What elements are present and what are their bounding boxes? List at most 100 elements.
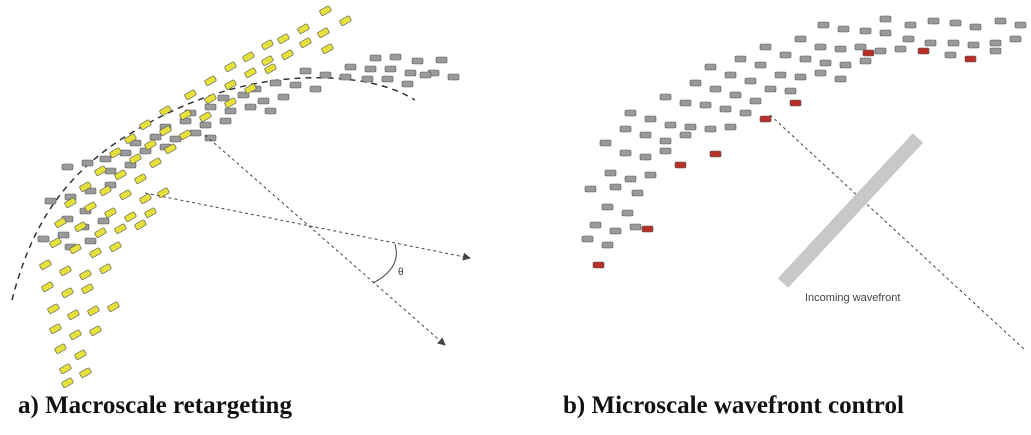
gray-tile <box>834 75 847 83</box>
angle-label: θ <box>398 267 404 278</box>
red-tile <box>862 49 875 57</box>
yellow-tile <box>139 119 152 130</box>
yellow-tile <box>61 287 74 298</box>
gray-tile <box>631 189 644 197</box>
gray-tile <box>989 47 1002 55</box>
gray-tile <box>84 187 97 195</box>
yellow-tile <box>49 237 62 248</box>
yellow-tile <box>159 105 172 116</box>
yellow-tile <box>69 243 82 254</box>
red-tile <box>592 261 605 269</box>
yellow-tile <box>204 93 217 104</box>
array-curve <box>11 76 416 301</box>
yellow-tile <box>204 75 217 86</box>
yellow-tile <box>87 305 100 316</box>
yellow-tile <box>164 143 177 154</box>
gray-tile <box>57 231 70 239</box>
gray-tile <box>819 59 832 67</box>
gray-tile <box>724 71 737 79</box>
yellow-tile <box>277 33 290 44</box>
yellow-tile <box>109 147 122 158</box>
gray-tile <box>389 53 402 61</box>
gray-tile <box>257 97 270 105</box>
yellow-tile <box>184 89 197 100</box>
gray-tile <box>774 71 787 79</box>
gray-tile <box>364 65 377 73</box>
yellow-tile <box>242 51 255 62</box>
gray-tile <box>624 109 637 117</box>
yellow-tile <box>261 55 274 66</box>
gray-tile <box>217 94 230 102</box>
yellow-tile <box>339 15 352 26</box>
gray-tile <box>381 75 394 83</box>
gray-tile <box>369 54 382 62</box>
yellow-tile <box>199 111 212 122</box>
yellow-tile <box>319 5 332 16</box>
yellow-tile <box>84 201 97 212</box>
yellow-tile <box>59 265 72 276</box>
yellow-tile <box>54 343 67 354</box>
yellow-tile <box>144 207 157 218</box>
yellow-tile <box>124 133 137 144</box>
yellow-tile <box>321 43 334 54</box>
gray-tile <box>81 159 94 167</box>
yellow-tile <box>79 181 92 192</box>
gray-tile <box>699 101 712 109</box>
gray-tile <box>644 115 657 123</box>
gray-tile <box>581 235 594 243</box>
caption-a: a) Macroscale retargeting <box>18 392 292 419</box>
yellow-tile <box>74 349 87 360</box>
gray-tile <box>244 103 257 111</box>
gray-tile <box>639 131 652 139</box>
gray-tile <box>584 185 597 193</box>
yellow-tile <box>317 27 330 38</box>
gray-tile <box>604 169 617 177</box>
gray-tile <box>684 123 697 131</box>
gray-tile <box>1009 35 1022 43</box>
yellow-tile <box>144 139 157 150</box>
gray-tile <box>704 125 717 133</box>
gray-tile <box>61 163 74 171</box>
yellow-tile <box>74 221 87 232</box>
gray-tile <box>904 21 917 29</box>
red-tile <box>759 115 772 123</box>
gray-tile <box>601 241 614 249</box>
gray-tile <box>589 221 602 229</box>
yellow-tile <box>119 189 132 200</box>
gray-tile <box>947 39 960 47</box>
gray-tile <box>269 79 282 87</box>
gray-tile <box>902 35 915 43</box>
gray-tile <box>679 131 692 139</box>
yellow-tile <box>94 165 107 176</box>
yellow-tile <box>69 329 82 340</box>
gray-tile <box>129 139 142 147</box>
gray-tile <box>879 29 892 37</box>
gray-tile <box>309 85 322 93</box>
gray-tile <box>814 69 827 77</box>
yellow-tile <box>244 83 257 94</box>
gray-tile <box>119 149 132 157</box>
gray-tile <box>924 39 937 47</box>
yellow-tile <box>99 185 112 196</box>
yellow-tile <box>114 169 127 180</box>
gray-tile <box>729 91 742 99</box>
yellow-tile <box>99 263 112 274</box>
gray-tile <box>967 41 980 49</box>
yellow-tile <box>124 211 137 222</box>
yellow-tile <box>297 23 310 34</box>
gray-tile <box>264 107 277 115</box>
gray-tile <box>435 56 448 64</box>
yellow-tile <box>139 193 152 204</box>
gray-tile <box>447 73 460 81</box>
retargeted-ray <box>144 192 471 261</box>
incoming-ray <box>204 134 446 346</box>
gray-tile <box>411 57 424 65</box>
gray-tile <box>859 57 872 65</box>
yellow-tile <box>129 153 142 164</box>
yellow-tile <box>94 227 107 238</box>
gray-tile <box>794 35 807 43</box>
red-tile <box>674 161 687 169</box>
gray-tile <box>97 217 110 225</box>
gray-tile <box>384 65 397 73</box>
